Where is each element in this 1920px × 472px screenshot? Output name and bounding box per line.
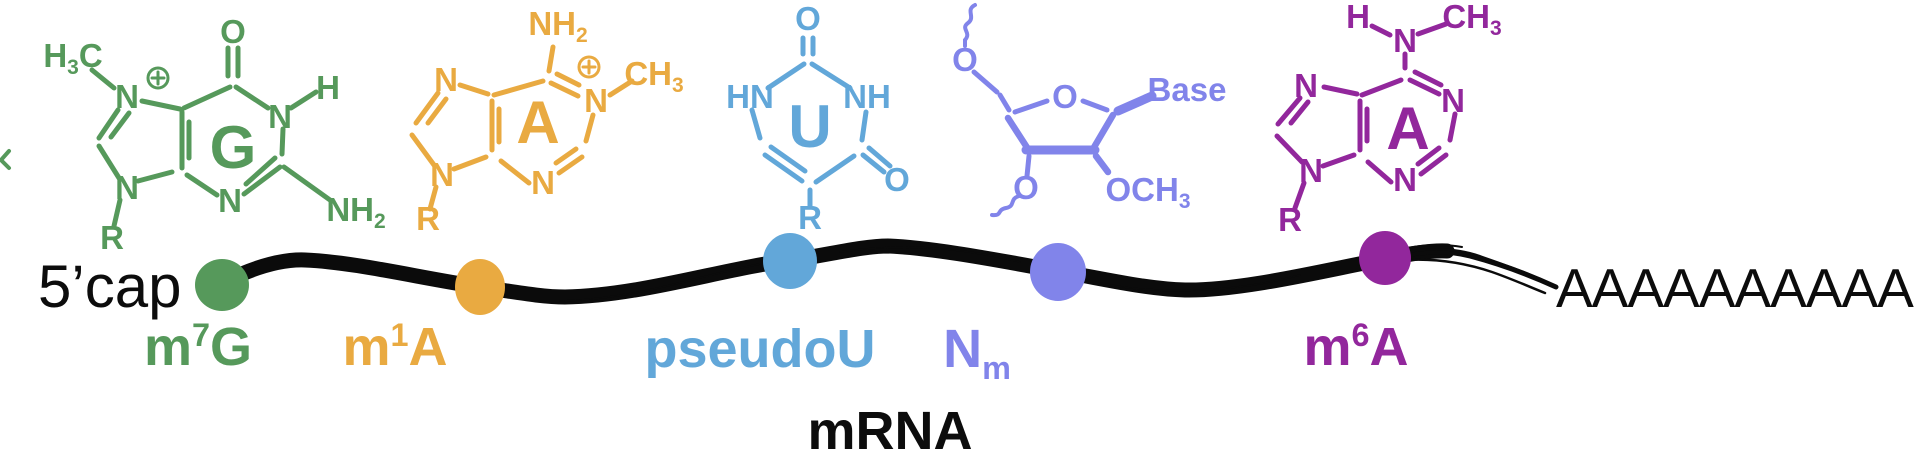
atom-label-n3: N: [1393, 161, 1417, 198]
atom-label-nh2: NH2: [528, 5, 587, 47]
mrna-title: mRNA: [807, 401, 973, 461]
atom-label-n9: N: [115, 169, 139, 206]
atom-label-hn1: HN: [726, 78, 774, 115]
atom-label-n3: N: [531, 164, 555, 201]
ring-letter-u: U: [788, 93, 831, 160]
m7g-node-dot: [195, 259, 249, 311]
backbone-tip-stroke: [1392, 258, 1547, 295]
wavy-bond-bottom: [990, 194, 1021, 218]
atom-label-h: H: [1346, 0, 1370, 35]
atom-label-n9: N: [1299, 152, 1323, 189]
plus-charge-icon: [577, 55, 601, 79]
nm-node-dot: [1030, 243, 1086, 301]
pseudou-node-dot: [763, 233, 817, 289]
atom-label-o5: O: [952, 41, 978, 78]
pseudou-label: pseudoU: [644, 319, 876, 379]
m1a-label: m1A: [342, 317, 448, 377]
atom-label-o3: O: [1013, 169, 1039, 206]
atom-label-n7: N: [434, 61, 458, 98]
five-prime-cap-label: 5’cap: [38, 253, 182, 320]
atom-label-r: R: [100, 219, 124, 256]
brush-hairline: [559, 263, 761, 302]
m7g-structure: H3C N O N H G N NH2 N R: [43, 13, 385, 256]
nm-label: Nm: [943, 319, 1011, 386]
m6a-structure: H N CH3 N N A N N R: [1274, 0, 1502, 238]
atom-label-ch3: CH3: [624, 55, 683, 97]
atom-label-n9: N: [430, 156, 454, 193]
brush-hairline: [839, 246, 1021, 263]
atom-label-base: Base: [1148, 71, 1227, 108]
ring-letter-g: G: [210, 114, 257, 181]
ring-letter-a: A: [516, 89, 559, 156]
atom-label-n1: N: [1441, 82, 1465, 119]
atom-label-h3c: H3C: [43, 37, 102, 79]
atom-label-ring-o: O: [1052, 78, 1078, 115]
atom-label-r: R: [416, 200, 440, 237]
atom-label-och3: OCH3: [1105, 171, 1190, 213]
m6a-label: m6A: [1303, 317, 1409, 377]
plus-charge-icon: [146, 66, 170, 90]
atom-label-n1: N: [268, 98, 292, 135]
brush-hairline: [1099, 274, 1301, 292]
pseudou-structure: O HN NH U O R: [726, 0, 910, 236]
atom-label-o6: O: [220, 13, 246, 50]
backbone-strokes: [214, 238, 1559, 305]
backbone-tip-stroke: [1390, 248, 1546, 283]
nm-structure: O O Base O OCH3: [952, 3, 1227, 218]
atom-label-n7: N: [115, 78, 139, 115]
atom-label-n7: N: [1294, 67, 1318, 104]
atom-label-r: R: [798, 199, 822, 236]
atom-label-nh3: NH: [843, 78, 891, 115]
atom-label-nh2: NH2: [326, 191, 385, 233]
atom-label-n3: N: [218, 182, 242, 219]
atom-label-o2: O: [795, 0, 821, 37]
edge-artifact-mark: [0, 149, 11, 170]
m1a-structure: NH2 N N CH3 A N N R: [409, 5, 684, 237]
m7g-label: m7G: [143, 317, 253, 377]
backbone-main-stroke: [214, 238, 1455, 305]
m6a-node-dot: [1359, 231, 1411, 285]
atom-label-ch3: CH3: [1442, 0, 1501, 40]
ring-letter-a: A: [1386, 95, 1429, 162]
atom-label-n1: N: [584, 82, 608, 119]
poly-a-tail-label: AAAAAAAAAA: [1556, 257, 1914, 319]
atom-label-h1: H: [316, 69, 340, 106]
atom-label-n6: N: [1393, 22, 1417, 59]
m1a-node-dot: [455, 259, 505, 315]
atom-label-r: R: [1278, 201, 1302, 238]
atom-label-o4: O: [884, 161, 910, 198]
wavy-bond-top: [963, 3, 977, 48]
